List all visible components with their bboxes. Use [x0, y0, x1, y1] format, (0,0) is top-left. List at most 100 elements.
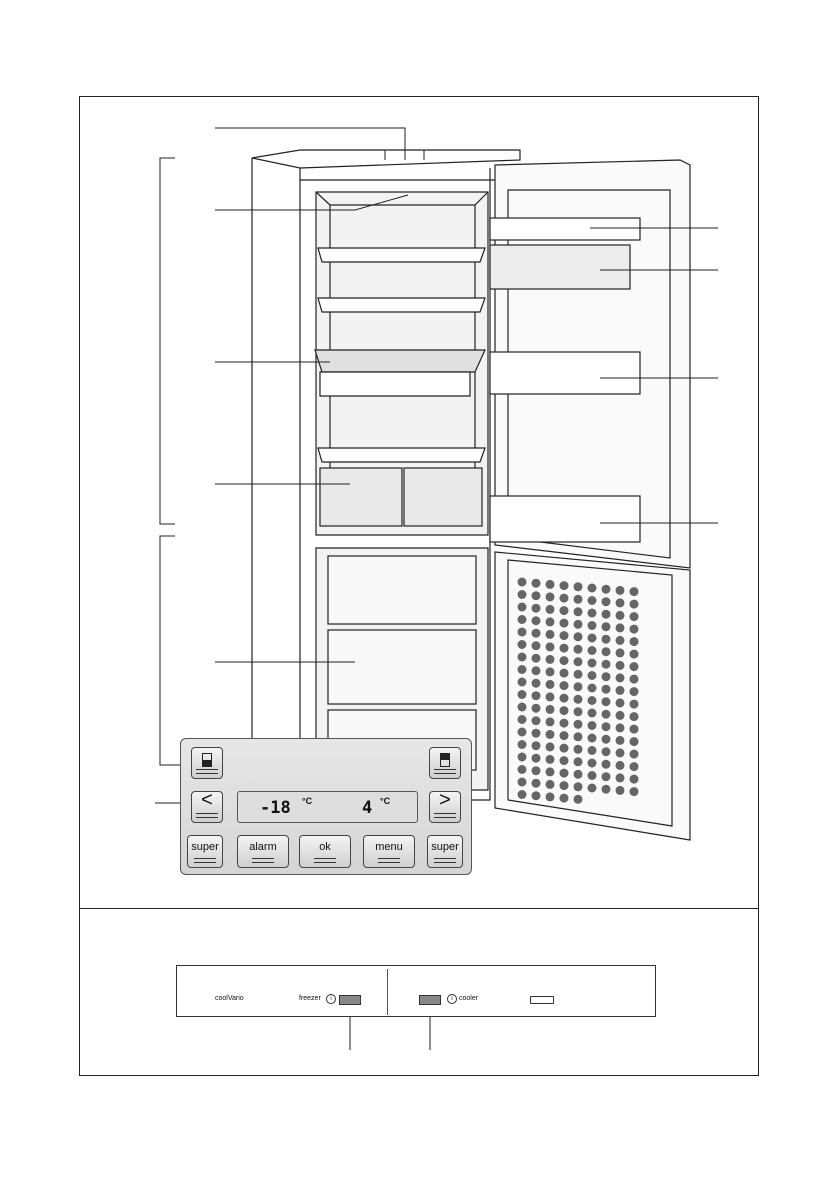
door-dimple: [601, 784, 611, 794]
door-dimple: [601, 634, 611, 644]
door-dimple: [573, 782, 583, 792]
super-cool-button[interactable]: super: [427, 835, 463, 868]
menu-label: menu: [375, 841, 403, 853]
door-dimple: [545, 617, 555, 627]
door-dimple: [601, 622, 611, 632]
door-dimple: [587, 608, 597, 618]
door-dimple: [629, 587, 639, 597]
freezer-mode-button[interactable]: [191, 747, 223, 779]
door-dimple: [517, 790, 527, 799]
door-box: [489, 244, 631, 290]
door-dimple: [587, 771, 597, 780]
coolvario-label: coolVario: [215, 995, 244, 1002]
freezer-info-icon: i: [326, 994, 336, 1004]
door-dimple: [559, 656, 569, 666]
freezer-drawer-1: [327, 555, 477, 625]
cooler-mode-button[interactable]: [429, 747, 461, 779]
door-shelf-middle: [489, 351, 641, 395]
figure-frame: [79, 96, 759, 1076]
cooler-strip-button[interactable]: [419, 995, 441, 1005]
door-dimple: [573, 582, 583, 592]
door-dimple: [517, 590, 527, 599]
door-dimple: [559, 581, 569, 591]
cooler-mode-icon: [440, 753, 450, 767]
door-dimple: [559, 768, 569, 778]
door-dimple: [601, 697, 611, 707]
door-dimple: [629, 774, 639, 784]
door-dimple: [587, 596, 597, 605]
door-dimple: [601, 722, 611, 732]
door-dimple: [573, 732, 583, 742]
door-dimple: [531, 728, 541, 738]
door-dimple: [545, 779, 555, 789]
door-shelf-top: [489, 217, 641, 241]
door-dimple: [601, 747, 611, 757]
door-dimple: [517, 702, 527, 712]
door-dimple: [531, 616, 541, 626]
door-dimple: [545, 604, 555, 614]
door-dimple: [629, 674, 639, 684]
door-dimple: [573, 607, 583, 617]
door-dimple: [573, 632, 583, 642]
super-freeze-button[interactable]: super: [187, 835, 223, 868]
door-dimple: [629, 624, 639, 634]
door-dimple: [587, 683, 597, 693]
door-dimple: [629, 749, 639, 759]
door-dimple: [601, 734, 611, 744]
compartment-back-top: [315, 191, 489, 206]
freezer-door: [494, 551, 691, 841]
egg-tray-drawer: [319, 371, 471, 397]
door-dimple: [545, 692, 555, 702]
door-dimple: [531, 678, 541, 688]
door-dimple: [601, 672, 611, 682]
door-dimple: [601, 659, 611, 669]
control-strip-detail: coolVario freezer i i cooler: [176, 965, 656, 1017]
door-dimple: [601, 597, 611, 607]
door-dimple: [531, 591, 541, 601]
door-dimple: [601, 584, 611, 594]
door-dimple: [545, 629, 555, 639]
left-arrow-label: <: [201, 789, 213, 811]
door-dimple: [573, 657, 583, 667]
door-dimple: [559, 631, 569, 641]
door-dimple: [587, 721, 597, 730]
door-dimple: [573, 719, 583, 729]
door-dimple: [601, 684, 611, 694]
door-dimple: [517, 652, 527, 662]
left-arrow-button[interactable]: <: [191, 789, 223, 823]
door-dimple: [531, 753, 541, 763]
door-dimple: [545, 742, 555, 752]
door-dimple: [615, 673, 625, 683]
door-dimple: [629, 699, 639, 709]
door-dimple: [587, 758, 597, 768]
door-dimple: [545, 667, 555, 677]
freezer-strip-button[interactable]: [339, 995, 361, 1005]
door-dimple: [615, 623, 625, 633]
door-dimple: [531, 666, 541, 676]
door-dimple: [573, 757, 583, 767]
door-dimple: [545, 792, 555, 802]
door-dimple: [545, 579, 555, 589]
ok-button[interactable]: ok: [299, 835, 351, 868]
door-dimple: [587, 621, 597, 630]
alarm-button[interactable]: alarm: [237, 835, 289, 868]
door-dimple: [629, 724, 639, 734]
door-dimple: [517, 615, 527, 624]
door-dimple: [559, 756, 569, 766]
right-arrow-button[interactable]: >: [429, 789, 461, 823]
menu-button[interactable]: menu: [363, 835, 415, 868]
door-dimple: [573, 794, 583, 804]
cooler-info-icon: i: [447, 994, 457, 1004]
door-dimple: [629, 649, 639, 659]
door-dimple: [559, 793, 569, 803]
door-dimple: [587, 708, 597, 718]
freezer-door-dimples: [517, 577, 639, 804]
crisper-drawer-right: [403, 467, 483, 527]
door-dimple: [587, 671, 597, 680]
cooler-label: cooler: [459, 995, 479, 1002]
super-freeze-label: super: [191, 841, 219, 853]
right-arrow-label: >: [439, 789, 451, 811]
freezer-temp-unit: °C: [302, 796, 313, 806]
door-dimple: [573, 769, 583, 779]
